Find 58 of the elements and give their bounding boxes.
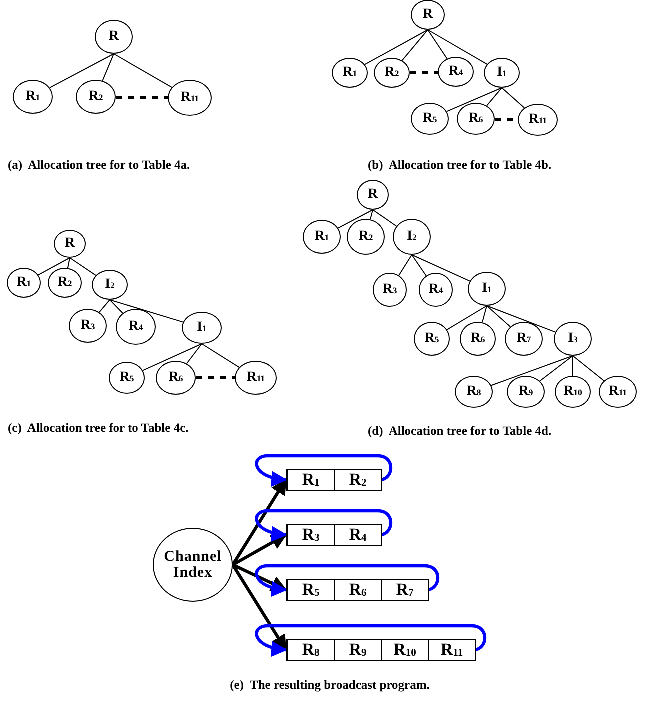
tree-branch-line — [502, 88, 526, 109]
channel-row — [286, 469, 380, 491]
tree-branch-line — [428, 30, 448, 60]
tree-branch-line — [486, 306, 512, 328]
tree-branch-line — [412, 254, 471, 282]
tree-branch-line — [402, 30, 428, 62]
tree-branch-line — [114, 54, 173, 88]
tree-branch-line — [572, 356, 574, 376]
tree-branch-line — [186, 344, 202, 364]
tree-branch-line — [428, 30, 488, 65]
tree-branch-line — [370, 210, 374, 220]
figure-caption: (d) Allocation tree for to Table 4d. — [368, 424, 552, 439]
tree-branch-line — [446, 306, 488, 330]
channel-row — [286, 579, 427, 601]
figure-caption: (a) Allocation tree for to Table 4a. — [8, 158, 190, 173]
loop-arrow — [255, 624, 487, 656]
tree-branch-line — [364, 30, 428, 66]
loop-arrow — [255, 509, 393, 542]
figure-caption: (e) The resulting broadcast program. — [230, 678, 430, 693]
tree-branch-line — [338, 210, 374, 229]
loop-arrow — [255, 454, 393, 486]
dashed-connector — [410, 71, 438, 74]
figure-caption: (c) Allocation tree for to Table 4c. — [8, 421, 189, 436]
tree-branch-line — [446, 88, 502, 112]
tree-branch-line — [202, 344, 240, 368]
tree-branch-line — [486, 306, 556, 333]
arrow — [232, 478, 288, 566]
tree-branch-line — [38, 258, 70, 276]
tree-branch-line — [110, 300, 184, 323]
tree-branch-line — [49, 54, 114, 88]
channel-row — [286, 639, 474, 661]
tree-branch-line — [142, 344, 202, 372]
tree-branch-line — [102, 54, 114, 82]
arrow — [232, 564, 288, 652]
arrow — [232, 534, 288, 566]
figure-caption: (b) Allocation tree for to Table 4b. — [368, 158, 552, 173]
tree-node-circle: R — [411, 0, 445, 30]
dashed-connector — [116, 96, 168, 99]
tree-branch-line — [412, 254, 427, 276]
channel-row — [286, 524, 380, 546]
loop-arrow — [255, 564, 440, 596]
tree-branch-line — [572, 356, 605, 382]
tree-branch-line — [482, 306, 488, 324]
dashed-connector — [196, 376, 235, 380]
tree-branch-line — [540, 356, 574, 382]
arrow — [232, 564, 288, 592]
tree-branch-line — [98, 300, 110, 313]
tree-branch-line — [398, 254, 412, 276]
tree-branch-line — [110, 300, 124, 314]
tree-node-circle: R — [95, 20, 133, 54]
tree-branch-line — [372, 210, 398, 227]
tree-node-circle: R — [54, 230, 86, 258]
channel-index-circle: Channel Index — [153, 528, 233, 602]
tree-branch-line — [67, 258, 70, 269]
tree-branch-line — [490, 356, 574, 386]
tree-branch-line — [70, 258, 97, 276]
tree-branch-line — [486, 88, 502, 106]
tree-node-circle: R — [357, 180, 389, 210]
